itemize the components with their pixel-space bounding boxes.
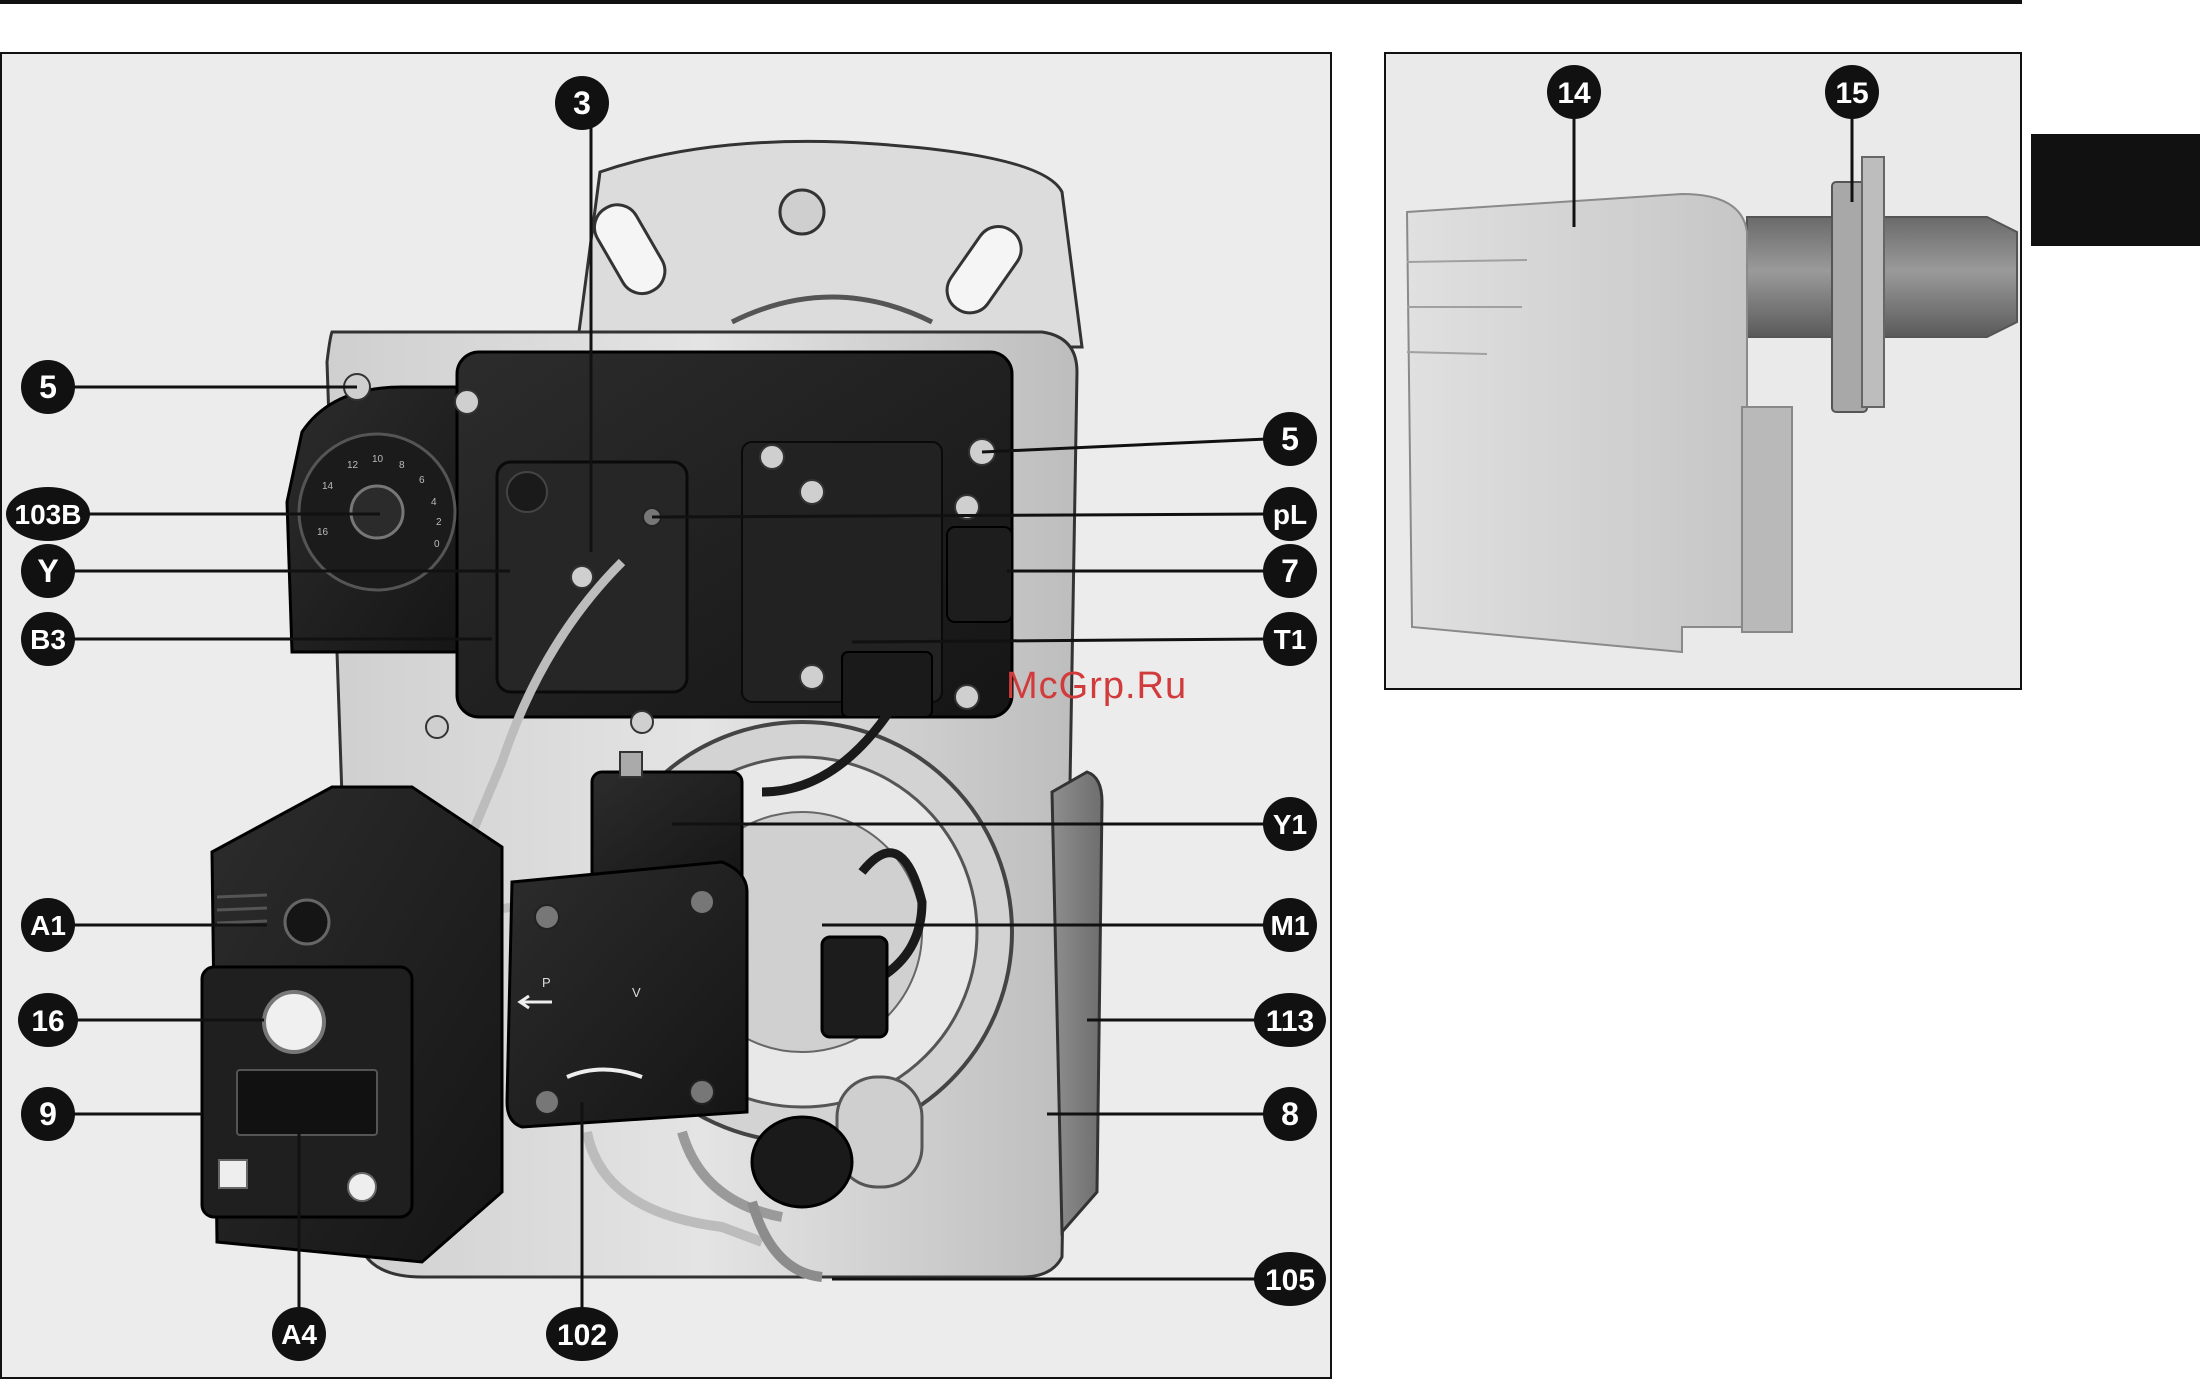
callout-label: 113 bbox=[1266, 1005, 1314, 1038]
watermark: McGrp.Ru bbox=[1006, 665, 1187, 708]
callout-label: 7 bbox=[1281, 553, 1299, 589]
callout-label: A1 bbox=[30, 910, 66, 941]
callout-y: Y bbox=[21, 544, 75, 598]
callout-5-left: 5 bbox=[21, 360, 75, 414]
callout-m1: M1 bbox=[1263, 898, 1317, 952]
callout-label: T1 bbox=[1274, 624, 1307, 655]
burner-diagram-panel: 16 14 12 10 8 6 4 2 0 P V bbox=[0, 52, 1332, 1379]
callout-16: 16 bbox=[18, 993, 78, 1047]
callout-15: 15 bbox=[1825, 65, 1879, 119]
callout-y1: Y1 bbox=[1263, 797, 1317, 851]
dial-tick-label: 8 bbox=[399, 460, 405, 471]
callout-a4: A4 bbox=[272, 1307, 326, 1361]
callout-label: 105 bbox=[1265, 1264, 1315, 1297]
callout-label: 3 bbox=[573, 85, 591, 121]
callout-113: 113 bbox=[1254, 993, 1326, 1047]
callout-label: 16 bbox=[31, 1005, 64, 1038]
callout-pl: pL bbox=[1263, 487, 1317, 541]
callout-label: 5 bbox=[39, 369, 57, 405]
top-rule bbox=[0, 0, 2022, 4]
dial-tick-label: 6 bbox=[419, 475, 425, 486]
callout-label: B3 bbox=[30, 624, 66, 655]
callout-label: 102 bbox=[557, 1319, 607, 1352]
callout-b3: B3 bbox=[21, 612, 75, 666]
callout-102: 102 bbox=[546, 1307, 618, 1361]
dial-tick-label: 10 bbox=[372, 454, 384, 465]
dial-tick-label: 0 bbox=[434, 539, 440, 550]
section-tab bbox=[2031, 134, 2200, 246]
callout-9: 9 bbox=[21, 1087, 75, 1141]
burner-cover-113 bbox=[1052, 772, 1102, 1232]
callout-3: 3 bbox=[555, 76, 609, 130]
callout-label: 15 bbox=[1835, 77, 1868, 110]
pump-mark-v: V bbox=[632, 985, 641, 1000]
burner-side-illustration: 14 15 bbox=[1386, 54, 2020, 688]
callout-label: Y bbox=[37, 553, 58, 589]
display-window-a4 bbox=[237, 1070, 377, 1135]
callout-a1: A1 bbox=[21, 898, 75, 952]
dial-tick-label: 2 bbox=[436, 517, 442, 528]
callout-label: A4 bbox=[281, 1319, 317, 1350]
callout-105: 105 bbox=[1254, 1252, 1326, 1306]
dial-tick-label: 14 bbox=[322, 481, 334, 492]
callout-label: 103B bbox=[15, 499, 82, 530]
callout-label: 8 bbox=[1281, 1096, 1299, 1132]
dial-tick-label: 16 bbox=[317, 527, 329, 538]
callout-103b: 103B bbox=[6, 487, 90, 541]
burner-illustration: 16 14 12 10 8 6 4 2 0 P V bbox=[2, 54, 1330, 1377]
motor-connector-m1 bbox=[822, 937, 887, 1037]
pump-mark-p: P bbox=[542, 975, 551, 990]
terminal-7 bbox=[947, 527, 1012, 622]
callout-label: 5 bbox=[1281, 421, 1299, 457]
dial-tick-label: 4 bbox=[431, 497, 437, 508]
callout-label: pL bbox=[1273, 499, 1307, 530]
burner-body-14 bbox=[1407, 194, 1747, 652]
callout-7: 7 bbox=[1263, 544, 1317, 598]
callout-14: 14 bbox=[1547, 65, 1601, 119]
callout-t1: T1 bbox=[1263, 612, 1317, 666]
callout-label: 14 bbox=[1557, 77, 1591, 110]
photo-sensor bbox=[752, 1117, 852, 1207]
callout-5-right: 5 bbox=[1263, 412, 1317, 466]
burner-side-view-panel: 14 15 bbox=[1384, 52, 2022, 690]
callout-label: Y1 bbox=[1273, 809, 1307, 840]
callout-label: M1 bbox=[1271, 910, 1310, 941]
dial-tick-label: 12 bbox=[347, 460, 359, 471]
callout-label: 9 bbox=[39, 1096, 57, 1132]
callout-8: 8 bbox=[1263, 1087, 1317, 1141]
reset-button-16 bbox=[264, 992, 324, 1052]
